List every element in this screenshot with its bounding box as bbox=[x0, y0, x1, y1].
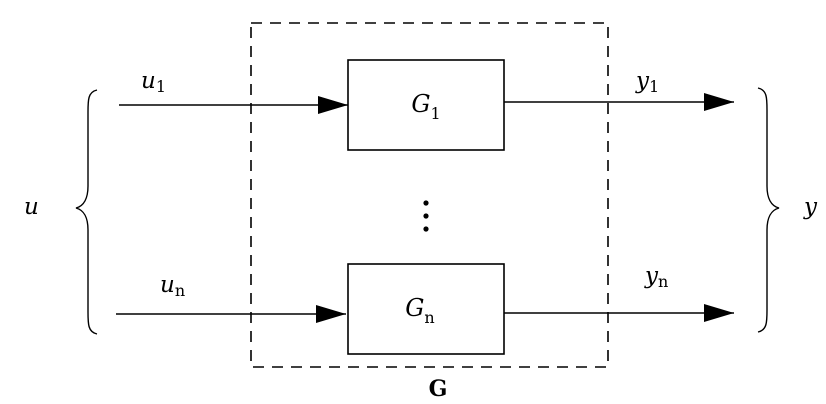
output-label-1: y1 bbox=[635, 68, 659, 96]
block-g1-label: G1 bbox=[411, 90, 440, 123]
block-gn bbox=[347, 263, 505, 355]
input-group-label: u bbox=[24, 194, 39, 220]
output-group-label: y bbox=[803, 194, 818, 220]
ellipsis-dots bbox=[423, 200, 429, 232]
input-brace bbox=[75, 89, 98, 335]
system-boundary bbox=[250, 22, 609, 368]
input-label-1: u1 bbox=[141, 68, 166, 96]
block-g1 bbox=[347, 59, 505, 151]
block-gn-label: Gn bbox=[405, 294, 434, 327]
system-label: G bbox=[429, 376, 448, 402]
input-label-n: un bbox=[160, 272, 185, 300]
output-label-n: yn bbox=[644, 263, 668, 291]
output-brace bbox=[757, 87, 780, 333]
